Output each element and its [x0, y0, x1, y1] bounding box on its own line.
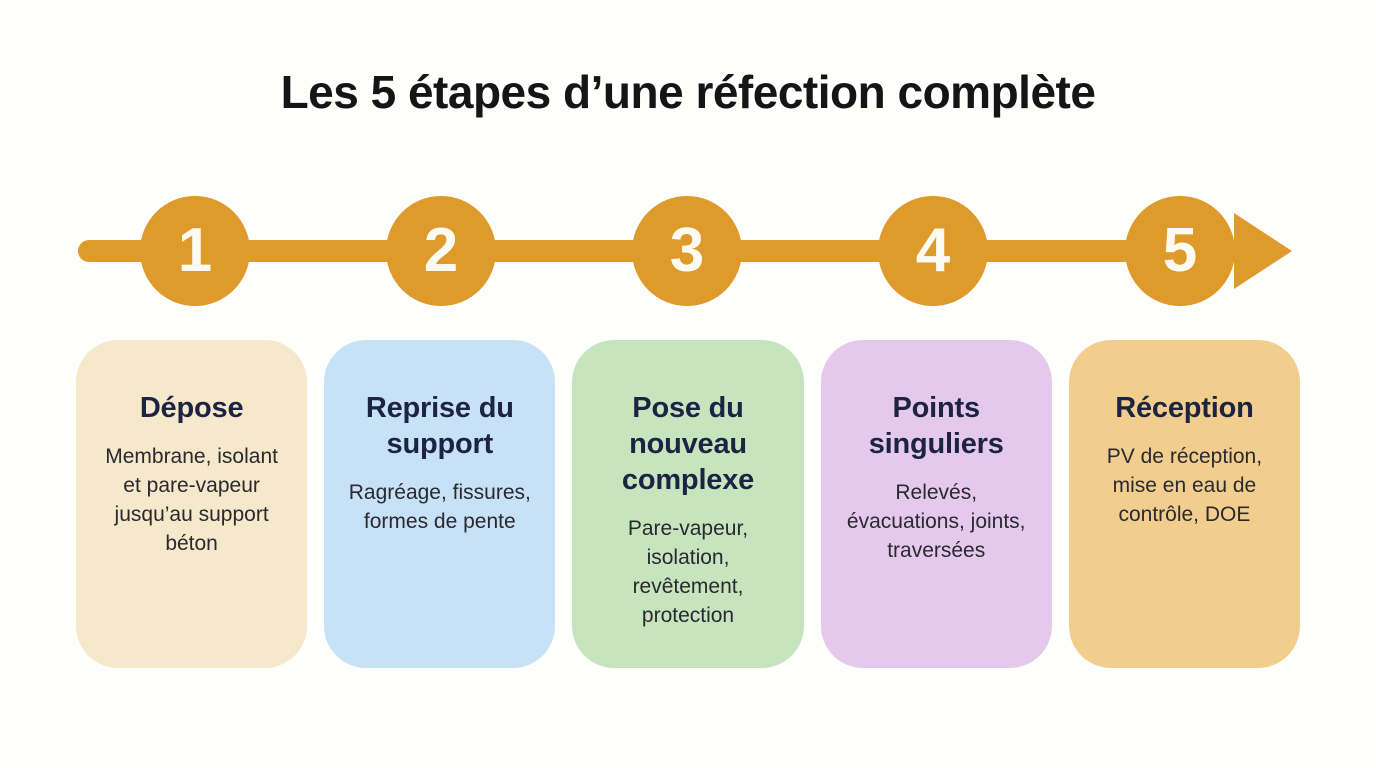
arrow-head-icon — [1234, 213, 1292, 289]
page-title: Les 5 étapes d’une réfection complète — [280, 66, 1096, 118]
card-title: Dépose — [139, 392, 244, 424]
timeline-step-4: 4 — [878, 196, 988, 306]
step-number-2: 2 — [423, 216, 459, 285]
timeline-step-3: 3 — [632, 196, 742, 306]
card-title: Pose du nouveau complexe — [621, 392, 755, 496]
step-number-1: 1 — [177, 216, 213, 285]
card-body: Ragréage, fissures, formes de pente — [348, 481, 531, 533]
card-reprise-du-support: Reprise du support Ragréage, fissures, f… — [324, 340, 556, 668]
step-number-3: 3 — [669, 216, 705, 285]
card-title: Réception — [1115, 392, 1254, 424]
card-reception: Réception PV de réception, mise en eau d… — [1068, 340, 1301, 668]
timeline-step-1: 1 — [140, 196, 250, 306]
card-title: Points singuliers — [868, 392, 1004, 460]
card-pose-du-nouveau-complexe: Pose du nouveau complexe Pare-vapeur, is… — [572, 340, 804, 668]
card-points-singuliers: Points singuliers Relevés, évacuations, … — [820, 340, 1052, 668]
timeline: 1 2 3 4 5 — [0, 196, 1376, 308]
step-number-5: 5 — [1162, 216, 1198, 285]
timeline-step-2: 2 — [386, 196, 496, 306]
step-cards-row: Dépose Membrane, isolant et pare-vapeur … — [76, 340, 1301, 668]
card-body: Membrane, isolant et pare-vapeur jusqu’a… — [105, 445, 278, 555]
card-depose: Dépose Membrane, isolant et pare-vapeur … — [76, 340, 308, 668]
timeline-step-5: 5 — [1125, 196, 1235, 306]
card-body: Relevés, évacuations, joints, traversées — [846, 481, 1026, 562]
step-number-4: 4 — [915, 216, 951, 285]
card-body: Pare-vapeur, isolation, revêtement, prot… — [627, 517, 749, 627]
card-body: PV de réception, mise en eau de contrôle… — [1106, 445, 1263, 526]
card-title: Reprise du support — [365, 392, 514, 460]
